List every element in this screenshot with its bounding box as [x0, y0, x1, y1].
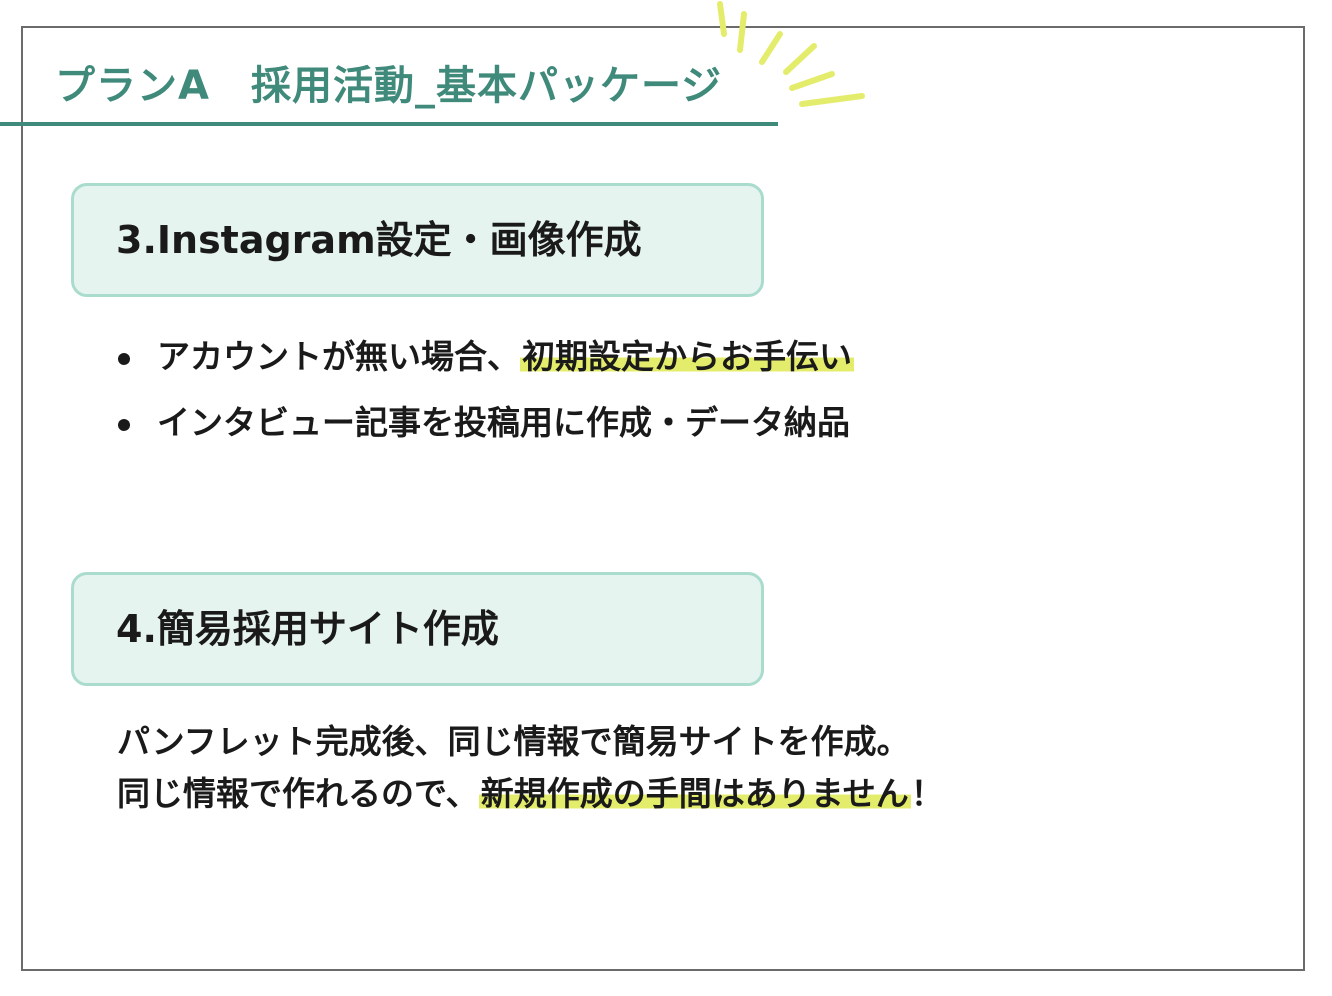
- description-line-2: 同じ情報で作れるので、新規作成の手間はありません！: [117, 768, 944, 820]
- page-title: プランA 採用活動_基本パッケージ: [55, 63, 723, 109]
- section-3-title: 3.Instagram設定・画像作成: [116, 218, 642, 262]
- description-highlight-text: 新規作成の手間はありません: [478, 774, 911, 813]
- section-3-header: 3.Instagram設定・画像作成: [71, 183, 764, 297]
- bullet-text: アカウントが無い場合、: [157, 337, 520, 376]
- section-4-title: 4.簡易採用サイト作成: [116, 607, 499, 651]
- sparkle-decoration-icon: [717, 1, 865, 107]
- bullet-highlight-text: 初期設定からお手伝い: [520, 337, 854, 376]
- slide-frame: [21, 26, 1305, 971]
- bullet-text: インタビュー記事を投稿用に作成・データ納品: [157, 403, 850, 442]
- bullet-dot-icon: [118, 353, 130, 365]
- section-4-description: パンフレット完成後、同じ情報で簡易サイトを作成。 同じ情報で作れるので、新規作成…: [117, 716, 944, 820]
- section-4-header: 4.簡易採用サイト作成: [71, 572, 764, 686]
- title-underline: [0, 122, 778, 126]
- description-line-2-text: 同じ情報で作れるので、: [117, 774, 479, 813]
- description-line-1: パンフレット完成後、同じ情報で簡易サイトを作成。: [117, 722, 910, 761]
- bullet-item: インタビュー記事を投稿用に作成・データ納品: [115, 392, 854, 458]
- section-3-bullet-list: アカウントが無い場合、初期設定からお手伝い インタビュー記事を投稿用に作成・デー…: [115, 326, 854, 458]
- bullet-item: アカウントが無い場合、初期設定からお手伝い: [115, 326, 854, 392]
- bullet-dot-icon: [118, 419, 130, 431]
- description-line-2-end: ！: [910, 774, 944, 813]
